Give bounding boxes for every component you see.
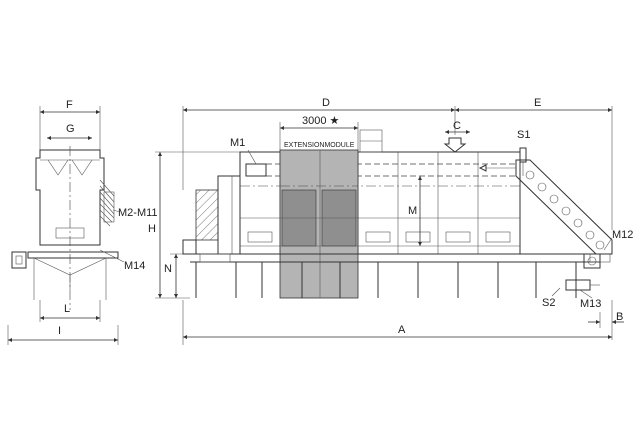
label-extension-module: EXTENSIONMODULE [284,142,355,149]
label-M14: M14 [124,260,145,272]
hatched-feeder [195,189,219,241]
label-M2-M11: M2-M11 [118,207,158,219]
motor-M1 [245,163,267,177]
side-base [27,251,119,259]
label-M12: M12 [612,229,633,241]
label-C: C [453,120,461,132]
motor-fan-group [99,179,115,227]
front-view: H N D E 3000 ★ C [148,97,633,345]
inclined-conveyor [515,159,613,255]
label-M13: M13 [580,298,601,310]
label-G: G [66,123,75,135]
label-F: F [66,99,73,111]
conveyor-rollers [525,170,605,250]
label-E: E [534,97,541,109]
label-S1: S1 [517,129,530,141]
label-L: L [64,303,70,315]
label-N: N [164,263,172,275]
label-D: D [322,97,330,109]
label-B: B [616,311,623,323]
motor-M13 [565,279,591,291]
label-extension-length: 3000 ★ [302,115,340,127]
label-H: H [148,223,156,235]
label-I: I [58,325,61,337]
base-rail [182,239,197,255]
label-M: M [408,205,417,217]
label-S2: S2 [542,297,555,309]
label-M1: M1 [230,137,245,149]
label-A: A [398,324,406,336]
support-legs [195,262,577,298]
side-hopper-head [35,149,105,246]
motor-M12 [583,253,601,269]
side-view: F G M2-M11 M14 L [7,99,158,345]
